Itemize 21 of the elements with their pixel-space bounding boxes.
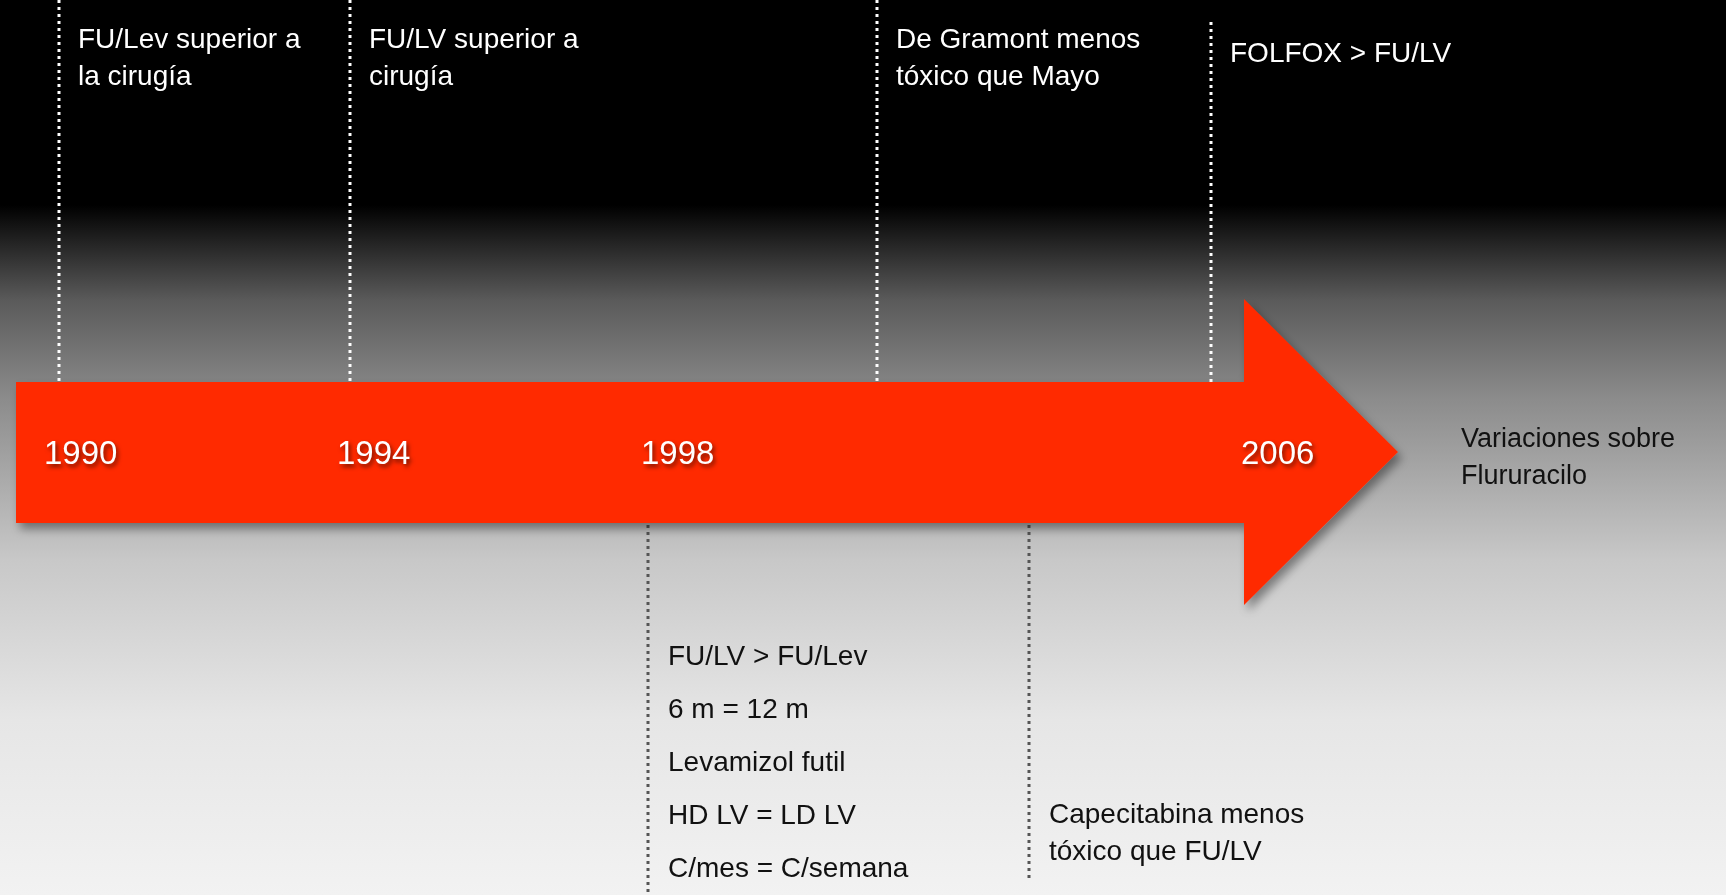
annotation-text: 6 m = 12 m <box>668 692 810 726</box>
leader-line <box>1027 523 1031 878</box>
annotation-text: De Gramont menos tóxico que Mayo <box>896 22 1142 93</box>
leader-line <box>646 523 650 892</box>
annotation-text: HD LV = LD LV <box>668 798 858 832</box>
year-label: 1998 <box>641 433 715 473</box>
leader-line <box>348 0 352 382</box>
annotation-text: FOLFOX > FU/LV <box>1230 36 1453 70</box>
annotation-text: C/mes = C/semana <box>668 851 910 885</box>
year-label: 1994 <box>337 433 411 473</box>
caption-text: Variaciones sobre Flururacilo <box>1461 422 1677 492</box>
leader-line <box>57 0 61 382</box>
leader-line <box>1209 22 1213 382</box>
leader-line <box>875 0 879 382</box>
year-label: 2006 <box>1241 433 1315 473</box>
annotation-text: FU/LV > FU/Lev <box>668 639 869 673</box>
annotation-text: FU/Lev superior a la cirugía <box>78 22 302 93</box>
annotation-text: Capecitabina menos tóxico que FU/LV <box>1049 797 1306 868</box>
annotation-text: FU/LV superior a cirugía <box>369 22 580 93</box>
year-label: 1990 <box>44 433 118 473</box>
annotation-text: Levamizol futil <box>668 745 847 779</box>
